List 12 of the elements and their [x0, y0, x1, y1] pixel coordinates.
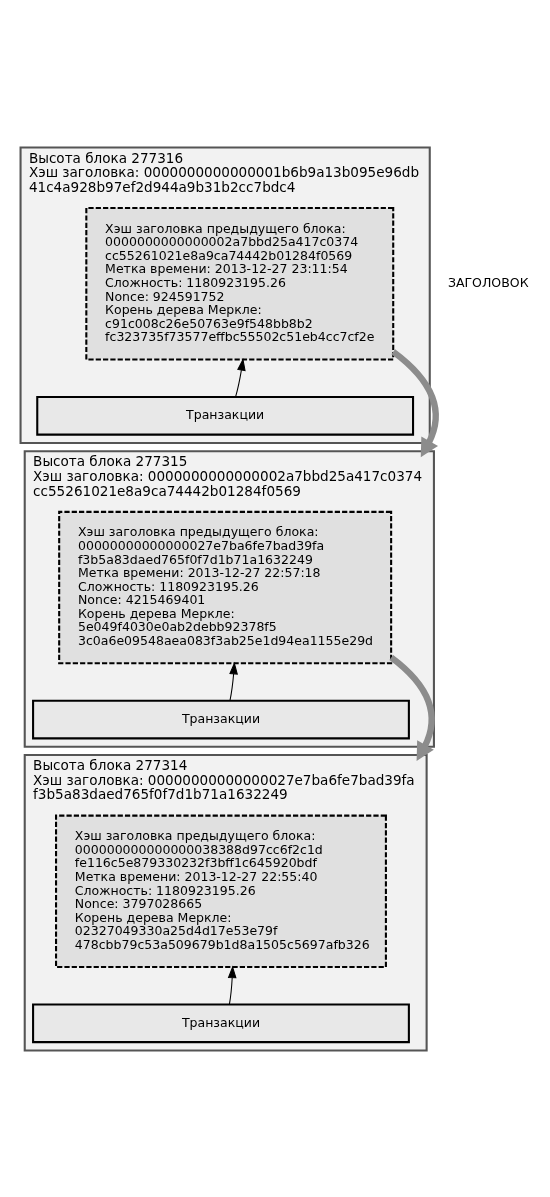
arrow: [235, 357, 246, 397]
arrow: [391, 348, 439, 457]
node-box: Транзакции: [32, 699, 410, 739]
arrow: [227, 965, 237, 1005]
arrow: [229, 661, 238, 701]
node-box: Хэш заголовка предыдущего блока: 00000000000000027e7ba6fe7bad39fa f3b5a83daed765f0f7d1b71a1632249 Метка времени: 2013-12-27 22:57:18 Сложность: 1180923195.26 Nonce: 4215469401 Корень дерева Меркле: 5e049f4030e0ab2debb92378f5 3c0a6e09548aea083f3ab25e1d94ea1155e29d: [58, 510, 393, 664]
node-box: Транзакции: [36, 395, 415, 436]
label: ЗАГОЛОВОК: [447, 274, 529, 290]
node-box: Хэш заголовка предыдущего блока: 0000000000000002a7bbd25a417c0374 cc55261021e8a9ca74442b01284f0569 Метка времени: 2013-12-27 23:11:54 Сложность: 1180923195.26 Nonce: 924591752 Корень дерева Меркле: c91c008c26e50763e9f548bb8b2 fc323735f73577effbc55502c51eb4cc7cf2e: [85, 206, 395, 360]
arrow: [389, 654, 435, 761]
node-box: Транзакции: [32, 1003, 410, 1043]
node-box: Хэш заголовка предыдущего блока: 000000000000000038388d97cc6f2c1d fe116c5e879330232f3bff1c645920bdf Метка времени: 2013-12-27 22:55:40 Сложность: 1180923195.26 Nonce: 3797028665 Корень дерева Меркле: 02327049330a25d4d17e53e79f 478cbb79c53a509679b1d8a1505c5697afb326: [55, 814, 387, 968]
